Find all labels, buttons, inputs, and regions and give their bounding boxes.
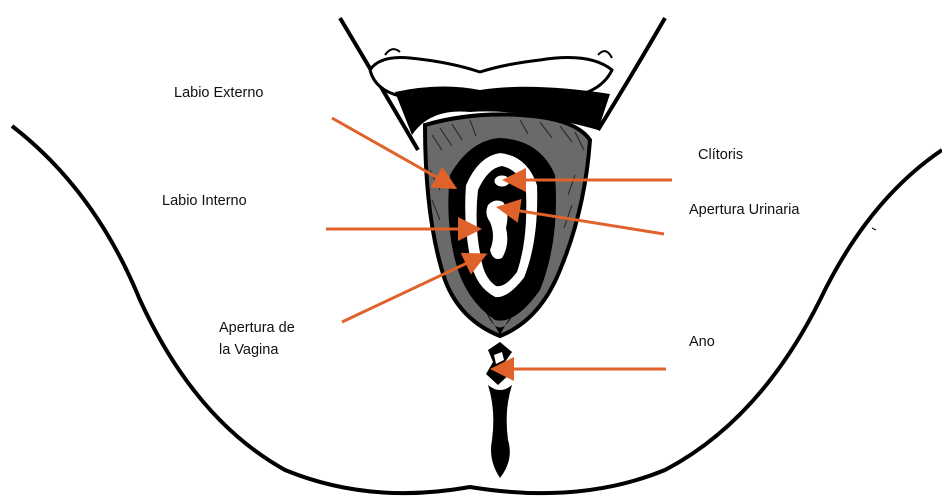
mons-fold-left — [385, 49, 400, 55]
label-labio-externo: Labio Externo — [174, 82, 263, 104]
label-clitoris: Clítoris — [698, 144, 743, 166]
label-apertura-vagina-line2: la Vagina — [219, 339, 278, 361]
mons-fold-right — [598, 51, 612, 58]
clitoris-shape — [494, 175, 510, 187]
edge-mark — [872, 228, 876, 230]
label-ano: Ano — [689, 331, 715, 353]
label-apertura-urinaria: Apertura Urinaria — [689, 199, 799, 221]
label-labio-interno: Labio Interno — [162, 190, 247, 212]
gluteal-cleft — [488, 385, 512, 478]
anus-shape — [486, 342, 512, 385]
label-apertura-vagina-line1: Apertura de — [219, 317, 295, 339]
